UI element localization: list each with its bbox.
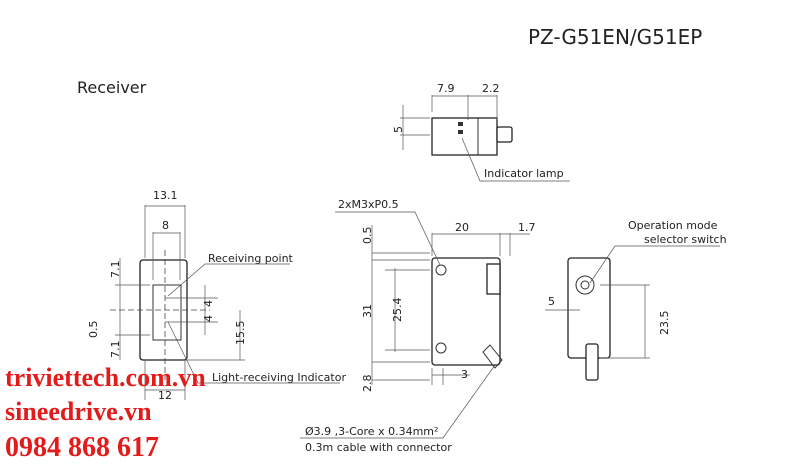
dim-7-1-bottom: 7.1 — [109, 341, 122, 359]
dim-0-5-side: 0.5 — [361, 227, 374, 245]
rear-view: 5 23.5 Operation mode selector switch — [545, 219, 727, 381]
watermark-site2: sineedrive.vn — [5, 397, 152, 426]
cable-spec-line2: 0.3m cable with connector — [305, 441, 452, 454]
dim-7-1-top: 7.1 — [109, 261, 122, 279]
dim-2-8: 2.8 — [361, 375, 374, 393]
dim-12: 12 — [158, 389, 172, 402]
dim-1-7: 1.7 — [518, 221, 536, 234]
dim-0-5: 0.5 — [87, 321, 100, 339]
dim-31: 31 — [361, 304, 374, 318]
dim-23-5: 23.5 — [658, 311, 671, 336]
dim-2-2: 2.2 — [482, 82, 500, 95]
light-receiving-indicator-callout: Light-receiving Indicator — [212, 371, 346, 384]
section-label: Receiver — [77, 78, 147, 97]
dim-20: 20 — [455, 221, 469, 234]
watermark: triviettech.com.vn sineedrive.vn 0984 86… — [5, 363, 206, 463]
side-view: 20 1.7 0.5 31 25.4 2.8 3 2xM3xP0.5 Ø3.9 … — [300, 198, 536, 454]
dim-8: 8 — [162, 219, 169, 232]
watermark-site1: triviettech.com.vn — [5, 363, 206, 392]
receiving-point-callout: Receiving point — [208, 252, 294, 265]
dim-5-rear: 5 — [548, 295, 555, 308]
dim-4-a: 4 — [202, 300, 215, 307]
selector-callout-line2: selector switch — [644, 233, 727, 246]
model-title: PZ-G51EN/G51EP — [528, 25, 702, 49]
dim-3: 3 — [461, 368, 468, 381]
dim-13-1: 13.1 — [153, 189, 178, 202]
selector-callout-line1: Operation mode — [628, 219, 718, 232]
dim-7-9: 7.9 — [437, 82, 455, 95]
dim-4-b: 4 — [202, 315, 215, 322]
screw-callout: 2xM3xP0.5 — [338, 198, 399, 211]
top-view: 7.9 2.2 5 Indicator lamp — [392, 82, 570, 182]
indicator-lamp-callout: Indicator lamp — [484, 167, 564, 180]
dim-15-5: 15.5 — [234, 321, 247, 346]
cable-spec-line1: Ø3.9 ,3-Core x 0.34mm² — [305, 425, 438, 438]
dim-5: 5 — [392, 126, 405, 133]
front-view: 13.1 8 7.1 7.1 0.5 4 4 15.5 12 Receiving… — [87, 189, 346, 402]
watermark-phone: 0984 868 617 — [5, 432, 159, 463]
dim-25-4: 25.4 — [391, 298, 404, 323]
